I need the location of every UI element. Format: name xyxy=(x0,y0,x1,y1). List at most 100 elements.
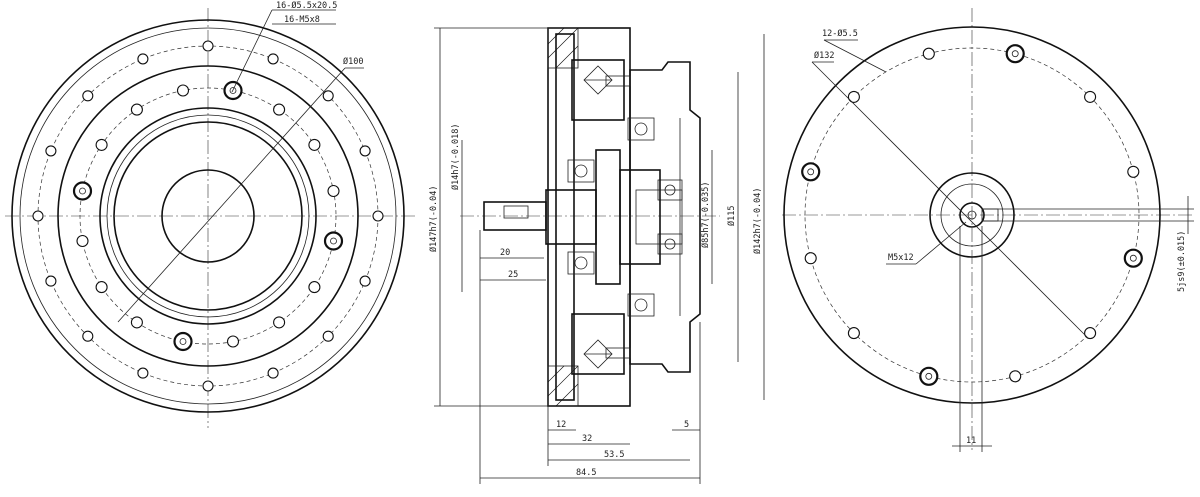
front-inner-hole xyxy=(95,281,108,294)
front-inner-hole-bolt xyxy=(323,231,344,251)
front-inner-hole xyxy=(308,281,321,294)
front-outer-hole xyxy=(372,210,384,222)
section-inner-bearings xyxy=(567,117,683,317)
dim-diam-shaft: Ø14h7(-0.018) xyxy=(450,123,461,190)
rear-outer-rim xyxy=(783,26,1161,404)
rear-hole-bolt xyxy=(1123,248,1143,268)
dim-len-32: 32 xyxy=(582,434,592,444)
front-callout-pcd: Ø100 xyxy=(343,56,363,67)
front-callout-leader-holes xyxy=(231,9,273,93)
front-bore xyxy=(161,169,255,263)
front-outer-hole xyxy=(82,90,94,102)
front-hub-inner xyxy=(113,121,303,311)
rear-hole-bolt-head xyxy=(1011,50,1019,58)
section-hatch-top xyxy=(547,27,579,69)
rear-callout-thread: M5x12 xyxy=(888,253,914,263)
front-inner-hole xyxy=(273,103,286,116)
front-inner-hole-bolt-head xyxy=(330,237,337,245)
front-outer-hole xyxy=(322,90,334,102)
section-bearing-bottom xyxy=(571,313,625,375)
front-inner-hole-bolt xyxy=(173,331,193,352)
dim-len-84: 84.5 xyxy=(576,468,596,478)
front-outer-hole xyxy=(202,40,214,52)
section-flange-face xyxy=(555,33,575,401)
front-outer-hole xyxy=(45,145,57,157)
front-inner-hole xyxy=(95,138,108,151)
section-screw-top xyxy=(605,75,631,87)
rear-hole xyxy=(922,47,935,60)
front-inner-hole xyxy=(327,184,340,198)
front-outer-hole xyxy=(137,367,149,379)
rear-hole-bolt xyxy=(919,366,939,386)
dim-len-53: 53.5 xyxy=(604,450,624,460)
dim-len-25: 25 xyxy=(508,270,518,280)
rear-callout-pcd: Ø132 xyxy=(814,50,834,61)
front-outer-rim xyxy=(11,19,405,413)
front-outer-hole xyxy=(82,330,94,342)
rear-shaft xyxy=(959,202,985,228)
rear-hole xyxy=(1084,90,1097,103)
front-outer-hole xyxy=(32,210,44,222)
rear-hole-bolt xyxy=(1005,44,1025,64)
section-wave-generator xyxy=(595,149,621,285)
front-outer-hole xyxy=(267,367,279,379)
section-keyway xyxy=(503,205,529,219)
rear-hole-bolt-head xyxy=(807,168,815,176)
front-hub-outer xyxy=(99,107,317,325)
front-outer-hole xyxy=(322,330,334,342)
front-inner-hole-bolt-head xyxy=(179,338,187,345)
dim-diam-outer: Ø147h7(-0.04) xyxy=(428,185,439,252)
rear-shaft-tap xyxy=(967,210,977,220)
rear-callout-leader-holes xyxy=(823,39,887,73)
front-inner-hole xyxy=(76,234,89,248)
rear-hole xyxy=(847,90,860,103)
rear-thread-leader xyxy=(915,221,967,265)
front-inner-hole xyxy=(130,316,143,329)
front-outer-holes xyxy=(32,40,384,392)
front-pcd-leader xyxy=(117,67,346,323)
front-flange-step xyxy=(57,65,359,367)
front-inner-hole-bolt-head xyxy=(229,87,237,94)
front-inner-hole xyxy=(130,103,143,116)
dim-diam-115: Ø115 xyxy=(726,206,737,226)
section-flexspline xyxy=(619,169,661,265)
dim-diam-boss: Ø85h7(-0.035) xyxy=(700,181,711,248)
rear-hub-inner xyxy=(940,183,1004,247)
dim-len-12: 12 xyxy=(556,420,566,430)
rear-hole xyxy=(804,252,817,265)
front-inner-holes xyxy=(72,80,344,352)
rear-key-width: 5js9(±0.015) xyxy=(1177,231,1187,292)
front-inner-hole xyxy=(273,316,286,329)
rear-hole-bolt-head xyxy=(925,372,933,380)
section-housing xyxy=(629,61,701,373)
dim-len-5: 5 xyxy=(684,420,689,430)
front-inner-hole xyxy=(308,138,321,151)
rear-hole xyxy=(1127,165,1140,178)
front-callout-threads: 16-M5x8 xyxy=(284,15,320,25)
front-outer-hole xyxy=(45,275,57,287)
section-view: Ø147h7(-0.04) Ø14h7(-0.018) Ø85h7(-0.035… xyxy=(428,27,765,484)
rear-hole xyxy=(1084,327,1097,340)
section-core xyxy=(635,189,683,245)
dim-len-20: 20 xyxy=(500,248,510,258)
section-shaft-collar xyxy=(545,189,597,245)
front-view: 16-Ø5.5x20.5 16-M5x8 Ø100 xyxy=(5,0,415,428)
rear-hole-bolt-head xyxy=(1129,254,1137,262)
front-inner-hole xyxy=(176,84,190,97)
front-inner-hole-bolt-head xyxy=(79,187,86,195)
front-outer-hole xyxy=(202,380,214,392)
front-inner-hole xyxy=(226,335,240,348)
front-inner-pcd xyxy=(79,87,337,345)
front-outer-hole xyxy=(359,275,371,287)
rear-hole-bolt xyxy=(801,162,821,182)
rear-pcd-leader xyxy=(811,61,1089,339)
front-outer-hole xyxy=(137,53,149,65)
rear-holes xyxy=(801,44,1143,386)
rear-callout-holes: 12-Ø5.5 xyxy=(822,28,858,39)
section-screw-bottom xyxy=(605,347,631,359)
rear-view: 12-Ø5.5 Ø132 M5x12 5js9(±0.015) 11 xyxy=(782,8,1195,452)
rear-pcd xyxy=(804,47,1140,383)
front-inner-hole-bolt xyxy=(72,181,93,201)
front-outer-hole xyxy=(267,53,279,65)
